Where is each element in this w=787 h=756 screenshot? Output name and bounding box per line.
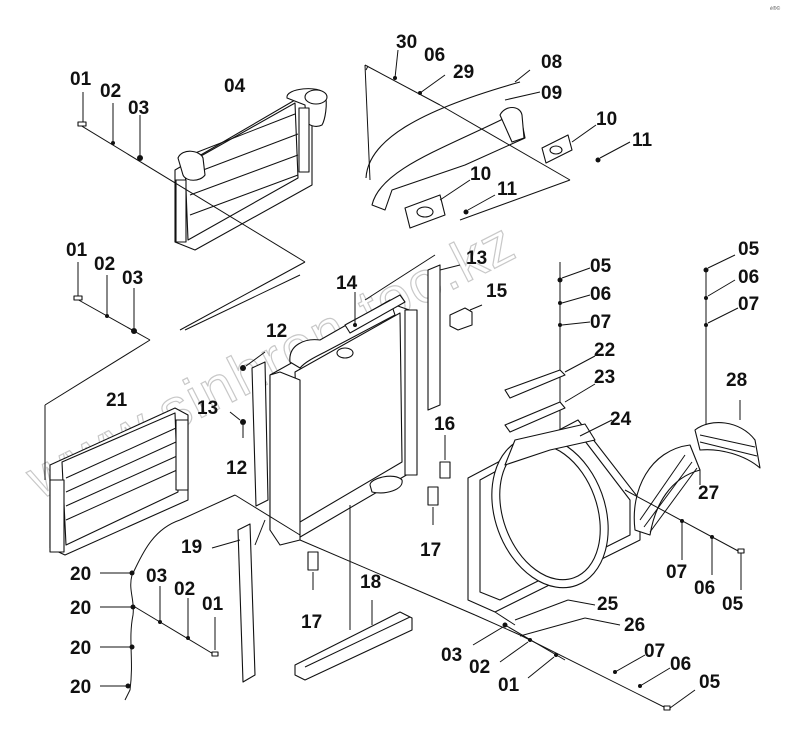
brace-part-14: [184, 254, 436, 331]
part-label: 10: [470, 164, 491, 185]
seal-part-27: [624, 444, 745, 590]
part-label: 12: [226, 458, 247, 479]
part-label: 05: [590, 256, 612, 277]
part-label: 06: [738, 267, 759, 288]
part-label: 12: [266, 321, 287, 342]
seal-part-28: [694, 400, 761, 469]
part-label: 26: [624, 615, 645, 636]
bracket-part-15: [449, 304, 483, 331]
part-label: 18: [360, 572, 381, 593]
part-label: 01: [70, 69, 92, 90]
part-label: 19: [181, 537, 202, 558]
fan-shroud-part-24: [467, 419, 641, 626]
part-label: 07: [590, 312, 611, 333]
part-label: 20: [70, 564, 91, 585]
part-label: 27: [698, 483, 719, 504]
part-label: 14: [336, 273, 358, 294]
part-label: 06: [694, 578, 715, 599]
block-part-16: [439, 435, 451, 479]
part-label: 10: [596, 109, 617, 130]
part-label: 07: [666, 562, 687, 583]
part-label: 06: [670, 654, 691, 675]
part-label: 17: [301, 612, 322, 633]
corner-mark: é®©: [770, 5, 780, 12]
part-label: 07: [644, 641, 665, 662]
part-label: 11: [497, 179, 518, 200]
part-label: 13: [466, 248, 487, 269]
part-label: 09: [541, 83, 562, 104]
part-label: 03: [441, 645, 462, 666]
fastener-stack-upper-right: [703, 254, 739, 425]
brackets-parts-22-23: [504, 262, 596, 440]
part-label: 20: [70, 677, 91, 698]
part-label: 05: [722, 594, 744, 615]
part-label: 08: [541, 52, 562, 73]
part-label: 25: [597, 594, 619, 615]
part-label: 28: [726, 370, 747, 391]
rod-part-13-lower: [229, 351, 269, 507]
part-label: 15: [486, 281, 508, 302]
oil-cooler-part-04: [174, 88, 328, 251]
part-label: 30: [396, 32, 417, 53]
part-label: 01: [498, 675, 520, 696]
upper-shroud-parts-08-09: [364, 49, 571, 221]
part-label: 29: [453, 62, 474, 83]
seal-part-10-upper: [541, 124, 631, 164]
base-beam-part-18: [294, 600, 413, 681]
hose-part-20: [100, 494, 301, 701]
part-label: 03: [146, 566, 167, 587]
rod-part-13-upper: [427, 264, 461, 411]
part-label: 05: [699, 672, 721, 693]
part-label: 17: [420, 540, 441, 561]
part-label: 21: [106, 390, 128, 411]
charge-air-cooler-part-21: [49, 407, 189, 556]
part-label: 11: [632, 130, 653, 151]
part-label: 02: [94, 254, 115, 275]
part-label: 06: [590, 284, 611, 305]
radiator-core: [269, 294, 521, 636]
part-label: 23: [594, 367, 615, 388]
part-label: 05: [738, 239, 760, 260]
part-number-labels: 01 02 03 04 30 06 29 08 09 10 11 10 11 0…: [66, 32, 760, 698]
part-label: 02: [100, 81, 121, 102]
part-label: 02: [174, 579, 195, 600]
part-label: 07: [738, 294, 759, 315]
strip-parts-25-26: [514, 599, 621, 637]
part-label: 02: [469, 657, 490, 678]
seal-part-10-lower: [404, 179, 496, 229]
part-label: 16: [434, 414, 455, 435]
block-part-17-right: [427, 486, 439, 525]
part-label: 13: [197, 398, 218, 419]
part-label: 24: [610, 409, 632, 430]
part-label: 03: [122, 268, 143, 289]
fastener-stack-upper-left: [77, 92, 306, 331]
part-label: 06: [424, 45, 445, 66]
part-label: 04: [224, 76, 246, 97]
part-label: 22: [594, 340, 615, 361]
part-label: 03: [128, 98, 149, 119]
fastener-stack-middle-left: [44, 262, 151, 480]
side-plate-part-19: [211, 519, 266, 683]
block-part-17-left: [307, 551, 319, 590]
part-label: 20: [70, 598, 91, 619]
part-label: 20: [70, 638, 91, 659]
part-label: 01: [202, 594, 224, 615]
fastener-stack-lower-right: [519, 634, 696, 711]
part-label: 01: [66, 240, 88, 261]
